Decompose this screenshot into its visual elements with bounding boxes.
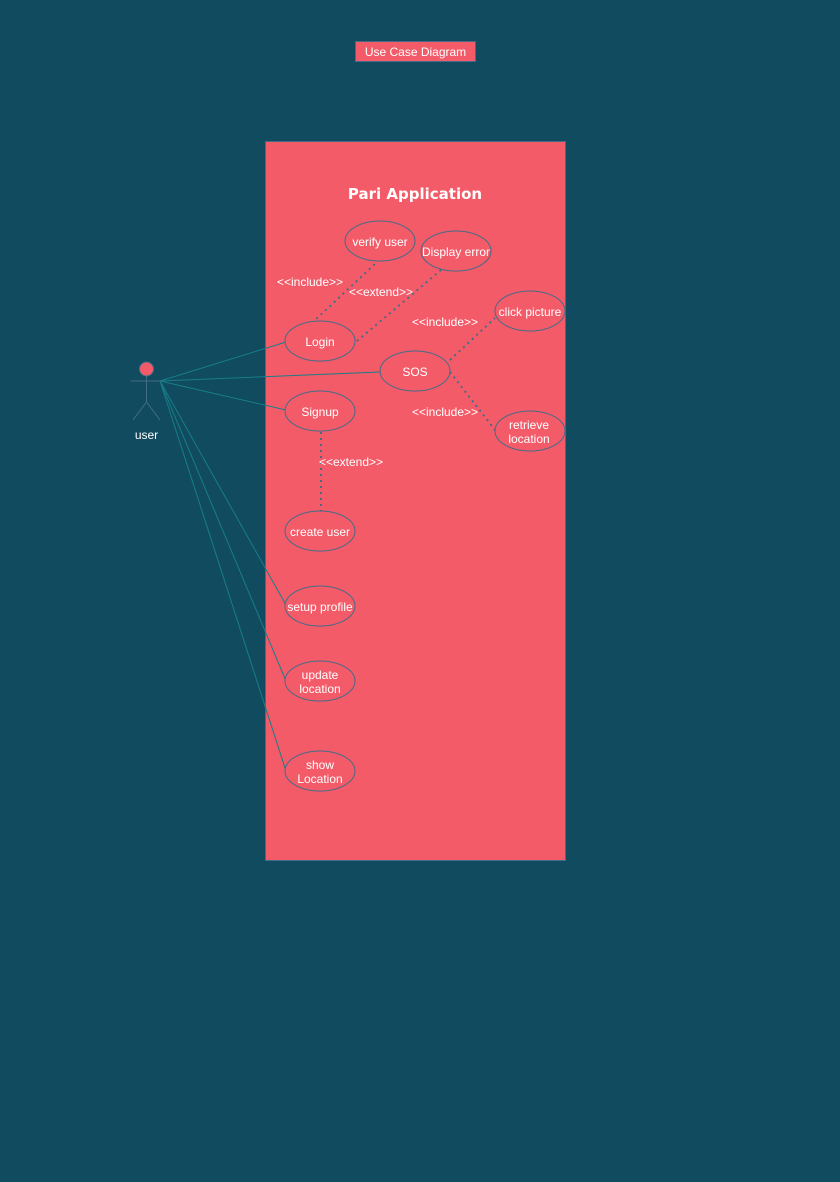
dependency-sos-click-picture[interactable] bbox=[449, 317, 496, 361]
use-case-display-error[interactable]: Display error bbox=[420, 230, 492, 272]
use-case-label: setup profile bbox=[287, 600, 353, 614]
title-button-label: Use Case Diagram bbox=[365, 45, 466, 59]
relationship-label-login-verify: <<include>> bbox=[277, 275, 343, 289]
use-case-verify-user[interactable]: verify user bbox=[344, 220, 416, 262]
actor-user[interactable]: user bbox=[131, 361, 162, 442]
title-button[interactable]: Use Case Diagram bbox=[355, 41, 476, 62]
use-case-label: Signup bbox=[301, 405, 339, 419]
association-sos[interactable] bbox=[159, 371, 381, 382]
use-case-click-picture[interactable]: click picture bbox=[494, 290, 566, 332]
relationship-label-login-display-error: <<extend>> bbox=[349, 285, 413, 299]
association-show-location[interactable] bbox=[159, 380, 287, 772]
system-boundary[interactable]: Pari Application bbox=[265, 141, 566, 861]
use-case-label: Display error bbox=[422, 245, 490, 259]
association-login[interactable] bbox=[159, 341, 287, 382]
association-update-location[interactable] bbox=[159, 380, 287, 682]
use-case-setup-profile[interactable]: setup profile bbox=[284, 585, 356, 627]
system-name: Pari Application bbox=[348, 185, 482, 203]
association-setup-profile[interactable] bbox=[159, 380, 287, 606]
use-case-sos[interactable]: SOS bbox=[379, 350, 451, 392]
use-case-label: create user bbox=[290, 525, 350, 539]
use-case-label: SOS bbox=[402, 365, 427, 379]
use-case-label: Login bbox=[305, 335, 334, 349]
stick-figure-icon bbox=[131, 361, 162, 421]
actor-label: user bbox=[135, 428, 158, 442]
relationship-label-sos-retrieve-location: <<include>> bbox=[412, 405, 478, 419]
use-case-login[interactable]: Login bbox=[284, 320, 356, 362]
associations bbox=[159, 341, 381, 772]
dependency-sos-retrieve-location[interactable] bbox=[449, 371, 496, 431]
use-case-label: click picture bbox=[499, 305, 562, 319]
relationship-label-sos-click-picture: <<include>> bbox=[412, 315, 478, 329]
use-case-label: verify user bbox=[352, 235, 407, 249]
use-case-signup[interactable]: Signup bbox=[284, 390, 356, 432]
relationship-label-signup-create-user: <<extend>> bbox=[319, 455, 383, 469]
dependency-login-display-error[interactable] bbox=[356, 269, 442, 342]
dependencies bbox=[311, 261, 496, 511]
association-signup[interactable] bbox=[159, 380, 287, 411]
use-case-create-user[interactable]: create user bbox=[284, 510, 356, 552]
